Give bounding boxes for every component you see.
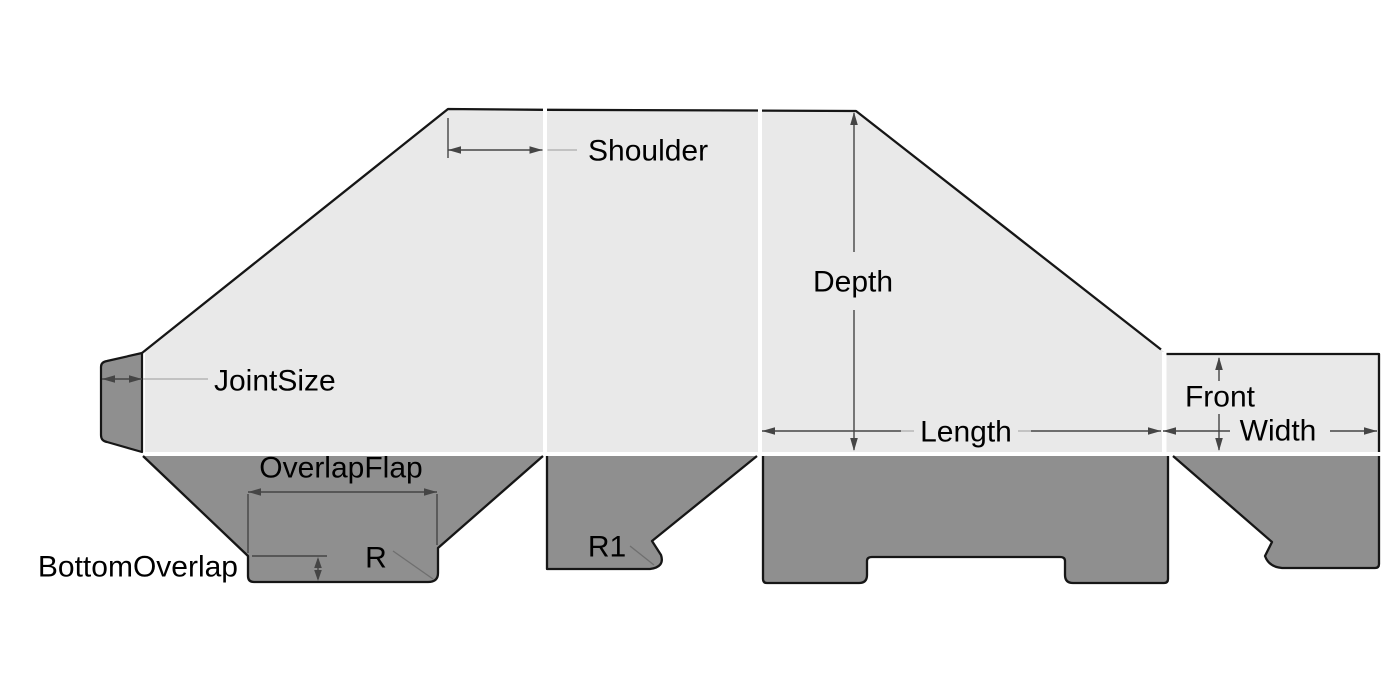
bottom-flap-4-outline xyxy=(1172,455,1381,570)
dimension-lines xyxy=(102,112,1377,581)
bottom-overlap-label: BottomOverlap xyxy=(38,551,238,584)
length-arrow-left xyxy=(762,427,775,435)
radius-r-label: R xyxy=(365,542,387,575)
length-label: Length xyxy=(920,416,1012,449)
width-arrow-right xyxy=(1364,427,1377,435)
bottom-flap-2-fill xyxy=(547,456,757,569)
front-label: Front xyxy=(1185,381,1256,414)
radius-r-leader-line xyxy=(392,550,434,580)
joint-size-arrow-left xyxy=(102,375,115,383)
dimension-shoulder xyxy=(447,118,543,158)
panel-outline-left-diagonal xyxy=(141,107,544,354)
panel-separator-1 xyxy=(543,107,547,453)
panel-separator-3 xyxy=(1162,352,1167,453)
shoulder-arrow-left xyxy=(448,146,461,154)
bottom-overlap-arrow-down xyxy=(314,570,322,581)
overlap-flap-label: OverlapFlap xyxy=(259,452,422,485)
panel-separators xyxy=(543,107,1167,453)
front-arrow-down xyxy=(1215,438,1223,451)
panel-outlines xyxy=(141,107,1381,452)
dimension-labels: Shoulder Depth JointSize OverlapFlap Bot… xyxy=(38,135,1316,584)
depth-arrow-down xyxy=(850,438,858,451)
radius-r1-leader-line xyxy=(629,545,655,566)
joint-size-arrow-right xyxy=(129,375,142,383)
shoulder-arrow-right xyxy=(529,146,543,154)
width-label: Width xyxy=(1240,415,1317,448)
panel-separator-2 xyxy=(758,108,762,453)
dimension-joint-size xyxy=(102,375,142,383)
overlap-flap-arrow-right xyxy=(424,488,437,496)
panel-outline-right-diagonal xyxy=(761,109,1162,351)
length-arrow-right xyxy=(1148,427,1161,435)
depth-arrow-up xyxy=(850,112,858,125)
front-arrow-up xyxy=(1215,357,1223,370)
bottom-flap-4-fill xyxy=(1173,456,1379,568)
dimension-depth xyxy=(850,112,858,451)
shoulder-label: Shoulder xyxy=(588,135,708,168)
panel-outline-front-panel xyxy=(1166,352,1381,452)
bottom-flap-3-fill xyxy=(763,456,1168,583)
width-arrow-left xyxy=(1163,427,1176,435)
dimension-length xyxy=(762,427,1161,435)
dimension-bottom-overlap xyxy=(252,555,327,581)
dimension-front-vertical xyxy=(1215,357,1223,451)
glue-joint-flap xyxy=(99,351,144,454)
dimension-width xyxy=(1163,427,1377,435)
leader-lines xyxy=(143,149,1031,432)
depth-label: Depth xyxy=(813,266,893,299)
radius-r1-label: R1 xyxy=(588,531,626,564)
panel-outline-top-mid xyxy=(546,108,759,112)
overlap-flap-arrow-left xyxy=(248,488,261,496)
joint-size-label: JointSize xyxy=(214,365,336,398)
dimension-overlap-flap xyxy=(247,488,438,553)
flap-outlines xyxy=(142,455,1381,585)
bottom-overlap-arrow-up xyxy=(314,557,322,568)
radius-callouts xyxy=(392,545,655,580)
bottom-flap-2-outline xyxy=(545,455,758,571)
bottom-flap-1-outline xyxy=(142,455,544,584)
bottom-flap-3-outline xyxy=(761,456,1170,585)
